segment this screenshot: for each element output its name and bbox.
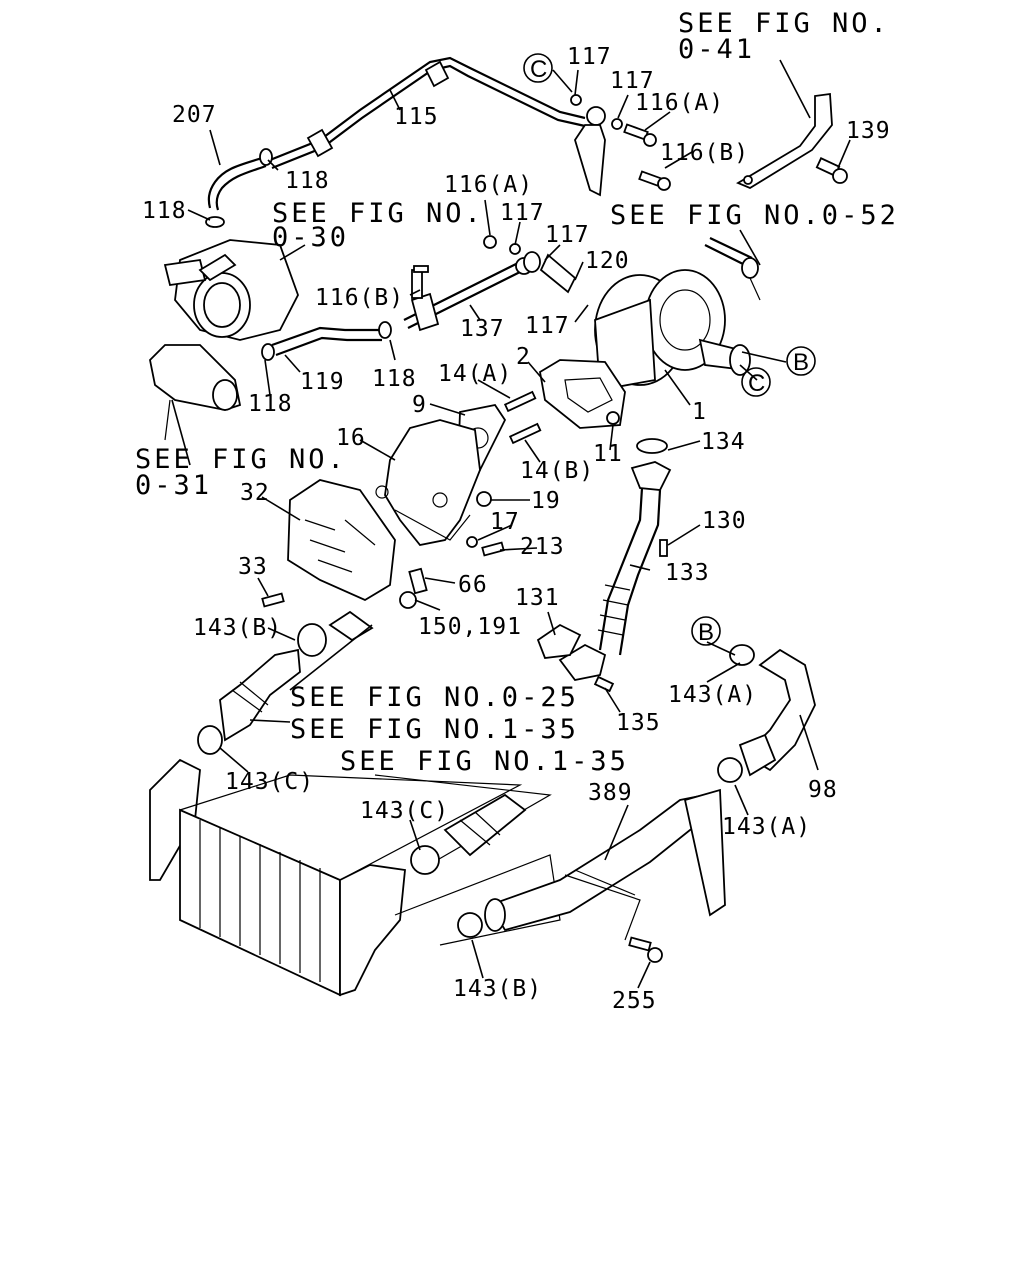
part-label-118-b: 118 [142,198,187,224]
part-label-116a-mid: 116(A) [444,172,533,198]
connector-c-turbo-circle [741,367,771,397]
part-label-207: 207 [172,102,217,128]
part-label-389: 389 [588,780,633,806]
intercooler [149,758,523,997]
part-label-19: 19 [531,488,561,514]
connector-b-hose-circle [691,616,721,646]
ref-fig-031-line2: 0-31 [135,470,212,501]
ref-fig-052: SEE FIG NO.0-52 [610,200,899,231]
ref-fig-030-line2: 0-30 [272,222,349,253]
part-label-118-a: 118 [285,168,330,194]
pipe-052 [704,237,761,301]
part-label-139: 139 [846,118,891,144]
connector-b-hose: B [698,619,714,646]
part-label-2: 2 [516,344,531,370]
part-label-118-d: 118 [248,391,293,417]
pipe-115 [269,56,606,197]
part-label-33: 33 [238,554,268,580]
housing-031 [149,344,242,441]
ref-fig-041-line2: 0-41 [678,34,755,65]
part-label-143b-b: 143(B) [453,976,542,1002]
part-label-115: 115 [394,104,439,130]
hose-207 [205,148,273,228]
part-label-143b-a: 143(B) [193,615,282,641]
part-label-117-d: 117 [545,222,590,248]
hose-119 [261,321,392,361]
part-label-143c-b: 143(C) [360,798,449,824]
pipe-137 [403,235,577,332]
connector-b-turbo: B [793,349,809,376]
studs-14 [261,390,620,609]
part-label-9: 9 [412,392,427,418]
connector-b-turbo-circle [786,346,816,376]
part-label-137: 137 [460,316,505,342]
part-label-16: 16 [336,425,366,451]
hose-box-135 [374,774,552,875]
part-label-119: 119 [300,369,345,395]
leader-lines [171,53,851,989]
housing-030 [163,239,299,341]
part-label-17: 17 [490,509,520,535]
part-label-143c-a: 143(C) [225,769,314,795]
bracket-041 [736,92,833,190]
pipe-389 [394,788,726,963]
part-label-66: 66 [458,572,488,598]
ref-fig-041-line1: SEE FIG NO. [678,8,890,39]
part-label-118-c: 118 [372,366,417,392]
connector-c-top: C [530,56,547,83]
part-label-1: 1 [692,399,707,425]
part-label-117-c: 117 [500,200,545,226]
part-label-14b: 14(B) [520,458,594,484]
ref-fig-031-line1: SEE FIG NO. [135,444,347,475]
part-label-98: 98 [808,777,838,803]
hose-98 [717,644,816,783]
ref-fig-135-b: SEE FIG NO.1-35 [340,746,629,777]
part-label-255: 255 [612,988,657,1014]
part-label-213: 213 [520,534,565,560]
part-label-117-e: 117 [525,313,570,339]
connector-c-top-circle [523,53,553,83]
part-label-135: 135 [616,710,661,736]
part-label-120: 120 [585,248,630,274]
bolts-116-top [570,94,671,191]
part-label-116a-top: 116(A) [635,90,724,116]
part-label-131: 131 [515,585,560,611]
turbocharger-1 [594,269,751,392]
intake-hoses [197,610,374,755]
part-label-32: 32 [240,480,270,506]
part-label-133: 133 [665,560,710,586]
part-label-116b-top: 116(B) [660,140,749,166]
part-label-150-191: 150,191 [418,614,522,640]
connector-c-turbo: C [748,370,765,397]
part-label-143a-a: 143(A) [668,682,757,708]
part-label-130: 130 [702,508,747,534]
part-label-116b-mid: 116(B) [315,285,404,311]
elbow-2 [539,359,626,429]
exhaust-pipe-133 [536,438,672,693]
ref-fig-135-a: SEE FIG NO.1-35 [290,714,579,745]
part-label-11: 11 [593,441,623,467]
part-label-117-b: 117 [610,68,655,94]
ref-fig-025: SEE FIG NO.0-25 [290,682,579,713]
part-label-143a-b: 143(A) [722,814,811,840]
part-label-134: 134 [701,429,746,455]
heat-shield-32 [287,479,396,602]
part-label-117-a: 117 [567,44,612,70]
part-label-14a: 14(A) [438,361,512,387]
ref-fig-030-line1: SEE FIG NO. [272,198,484,229]
manifold-16 [375,419,481,546]
bolt-139 [815,157,848,184]
